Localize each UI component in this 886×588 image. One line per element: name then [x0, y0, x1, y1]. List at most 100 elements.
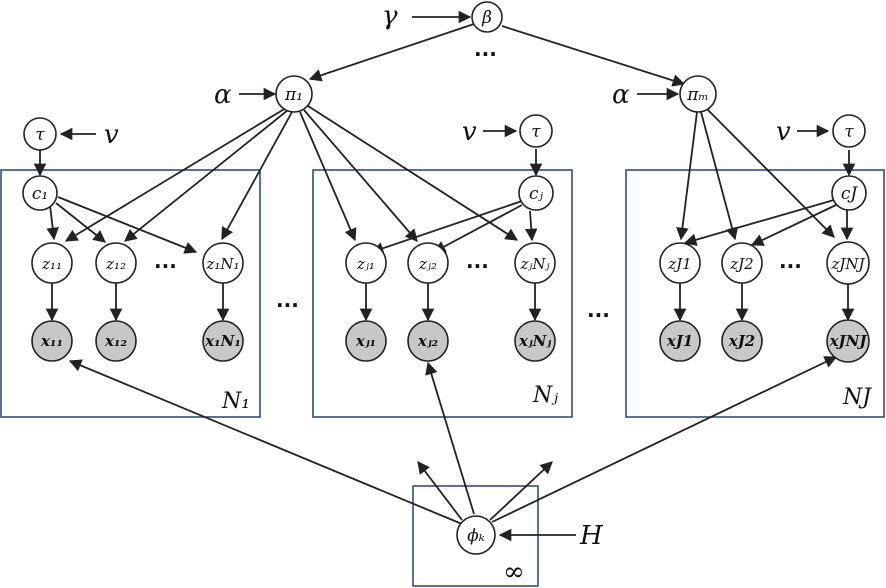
plate-group-j: [312, 169, 573, 418]
x-node-j-1: [345, 320, 387, 362]
plate-label-j: Nⱼ: [532, 383, 558, 408]
ellipsis-groups-2: ...: [587, 298, 610, 322]
z-label-j-1: zⱼ₁: [356, 255, 375, 273]
ellipsis-top: ...: [474, 37, 497, 61]
c-node-j: [518, 175, 554, 211]
alpha-label-m: α: [612, 80, 630, 110]
plate-group-1: [0, 169, 261, 418]
z-label-J-2: zJ2: [729, 255, 753, 273]
x-node-1-1: [31, 320, 73, 362]
tau-node-J: [832, 114, 866, 148]
edge-cj-zj2: [432, 204, 523, 253]
pi1-node: [275, 75, 313, 113]
edge-pi1-zj1: [299, 111, 357, 242]
z-node-j-2: [407, 242, 449, 284]
edge-pi1-zj2: [303, 109, 418, 242]
edge-pi1-z12: [124, 109, 289, 242]
edge-c1-z12: [55, 202, 106, 243]
ellipsis-z-J: ...: [779, 249, 802, 273]
z-node-j-1: [345, 242, 387, 284]
plate-group-J: [625, 169, 885, 418]
edge-cJ-zJ1: [683, 199, 835, 246]
x-label-J-1: xJ1: [666, 332, 693, 350]
tau-node-j: [519, 114, 553, 148]
z-label-j-n: zⱼNⱼ: [520, 255, 550, 273]
tau-label-j: τ: [531, 122, 541, 142]
edge-pim-zJ1: [676, 111, 698, 241]
plate-label-1: N₁: [221, 389, 250, 414]
x-node-j-n: [514, 320, 556, 362]
x-node-J-n: [826, 319, 870, 363]
x-label-1-1: x₁₁: [40, 332, 63, 350]
edge-pim-zJ2: [700, 111, 739, 241]
z-node-1-n: [202, 242, 244, 284]
v-label-1: v: [104, 120, 119, 150]
edge-phi-out-right: [489, 461, 553, 521]
edge-phi-xj2: [425, 361, 475, 515]
z-label-j-2: zⱼ₂: [418, 255, 437, 273]
edge-phi-xJNJ: [491, 356, 838, 523]
pim-node: [679, 75, 717, 113]
z-label-1-2: z₁₂: [105, 255, 126, 273]
x-label-1-2: x₁₂: [104, 332, 128, 350]
z-label-1-1: z₁₁: [41, 255, 62, 273]
z-label-J-n: zJNJ: [830, 255, 865, 273]
phi-label: ϕₖ: [467, 526, 485, 546]
z-label-J-1: zJ1: [667, 255, 691, 273]
x-node-1-n: [202, 320, 244, 362]
z-node-1-2: [95, 242, 137, 284]
z-node-j-n: [514, 242, 556, 284]
c-label-j: cⱼ: [529, 184, 544, 204]
c-node-1: [22, 175, 58, 211]
x-label-j-2: xⱼ₂: [417, 332, 439, 350]
plate-label-J: NJ: [842, 385, 872, 410]
tau-label-1: τ: [35, 125, 45, 145]
edge-phi-out-left: [417, 460, 463, 521]
c-label-1: c₁: [32, 184, 48, 204]
edge-c1-z1N1: [57, 196, 198, 254]
v-label-j: v: [462, 117, 477, 147]
edge-c1-z11: [46, 204, 59, 241]
gamma-label: γ: [382, 1, 398, 31]
edge-pi1-z1N1: [221, 111, 293, 241]
ellipsis-z-1: ...: [154, 249, 177, 273]
x-label-J-n: xJNJ: [829, 332, 868, 350]
x-node-J-2: [721, 320, 763, 362]
edge-beta-pim: [501, 25, 686, 87]
c-node-J: [831, 175, 867, 211]
beta-node: [471, 1, 503, 33]
edge-pi1-zjNj: [307, 105, 519, 241]
x-label-J-2: xJ2: [728, 332, 755, 350]
pi1-label: π₁: [284, 85, 303, 105]
x-label-j-n: xⱼNⱼ: [518, 332, 551, 350]
edge-cj-zj1: [370, 200, 523, 255]
x-label-j-1: xⱼ₁: [355, 332, 376, 350]
beta-label: β: [481, 8, 492, 28]
infinity-label: ∞: [503, 557, 525, 587]
z-node-J-2: [721, 242, 763, 284]
edge-phi-x11: [68, 359, 463, 525]
x-label-1-n: x₁N₁: [204, 332, 241, 350]
H-label: H: [579, 521, 604, 551]
ellipsis-groups-1: ...: [276, 288, 299, 312]
tau-node-1: [23, 117, 57, 151]
z-label-1-n: z₁N₁: [205, 255, 239, 273]
edge-cj-zjNj: [524, 210, 538, 242]
edge-beta-pi1: [308, 23, 475, 82]
tau-label-J: τ: [844, 122, 854, 142]
z-node-1-1: [31, 242, 73, 284]
x-node-J-1: [659, 320, 701, 362]
pim-label: πₘ: [686, 85, 709, 105]
plate-atoms: [412, 485, 539, 587]
z-node-J-1: [659, 242, 701, 284]
x-node-j-2: [407, 320, 449, 362]
phi-node: [456, 515, 496, 555]
v-label-J: v: [776, 117, 791, 147]
c-label-J: cJ: [841, 184, 859, 204]
ellipsis-z-j: ...: [466, 249, 489, 273]
edge-cJ-zJ2: [750, 204, 837, 246]
z-node-J-n: [826, 241, 870, 285]
edge-pi1-z11: [64, 107, 287, 242]
alpha-label-1: α: [214, 80, 232, 110]
